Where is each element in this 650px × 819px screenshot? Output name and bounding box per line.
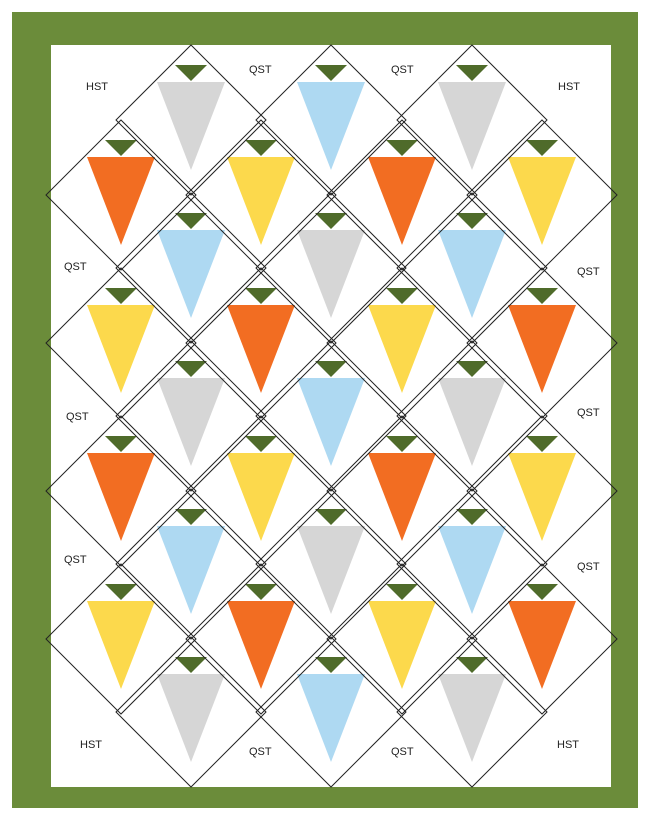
label-qst-left-3: QST xyxy=(64,554,87,566)
label-hst-top-left: HST xyxy=(86,81,108,93)
label-qst-top-2: QST xyxy=(391,64,414,76)
label-qst-top-1: QST xyxy=(249,64,272,76)
label-qst-left-1: QST xyxy=(64,261,87,273)
label-hst-bottom-left: HST xyxy=(80,739,102,751)
label-qst-left-2: QST xyxy=(66,411,89,423)
label-qst-right-2: QST xyxy=(577,407,600,419)
label-qst-right-3: QST xyxy=(577,561,600,573)
label-hst-bottom-right: HST xyxy=(557,739,579,751)
label-qst-right-1: QST xyxy=(577,266,600,278)
label-qst-bottom-1: QST xyxy=(249,746,272,758)
label-qst-bottom-2: QST xyxy=(391,746,414,758)
label-hst-top-right: HST xyxy=(558,81,580,93)
